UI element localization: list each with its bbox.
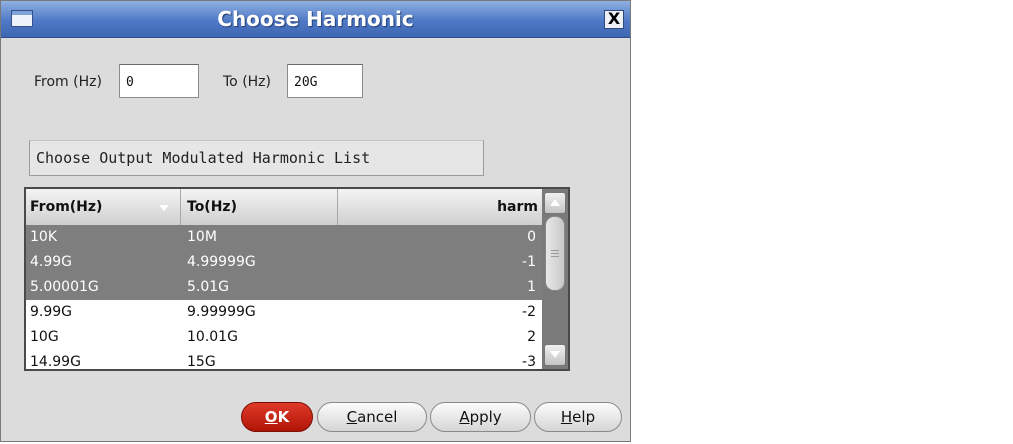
- dialog-title: Choose Harmonic: [217, 7, 414, 31]
- apply-button[interactable]: Apply: [430, 402, 531, 432]
- harmonic-list-heading: Choose Output Modulated Harmonic List: [29, 140, 484, 176]
- close-button[interactable]: X: [604, 10, 624, 29]
- table-header: From(Hz) To(Hz) harm: [26, 189, 542, 226]
- table-row[interactable]: 14.99G 15G -3: [26, 350, 542, 369]
- scroll-up-icon: [550, 199, 560, 206]
- choose-harmonic-dialog: Choose Harmonic X From (Hz) 0 To (Hz) 20…: [0, 0, 631, 442]
- table-scrollbar[interactable]: [542, 189, 568, 369]
- table-row[interactable]: 9.99G 9.99999G -2: [26, 300, 542, 325]
- from-hz-label: From (Hz): [34, 74, 102, 90]
- ok-button[interactable]: OK: [241, 402, 313, 432]
- to-hz-label: To (Hz): [223, 74, 271, 90]
- table-row[interactable]: 10G 10.01G 2: [26, 325, 542, 350]
- close-icon: X: [607, 9, 621, 28]
- table-row[interactable]: 5.00001G 5.01G 1: [26, 275, 542, 300]
- scroll-down-icon: [550, 351, 560, 358]
- column-header-to[interactable]: To(Hz): [181, 189, 338, 225]
- scroll-down-button[interactable]: [544, 344, 566, 366]
- thumb-grip: [551, 253, 559, 254]
- column-header-from[interactable]: From(Hz): [26, 189, 181, 225]
- table-row[interactable]: 10K 10M 0: [26, 225, 542, 250]
- table-row[interactable]: 4.99G 4.99999G -1: [26, 250, 542, 275]
- to-hz-input[interactable]: 20G: [287, 64, 363, 98]
- column-header-harm[interactable]: harm: [497, 199, 538, 215]
- thumb-grip: [551, 250, 559, 251]
- window-icon[interactable]: [11, 10, 33, 27]
- cancel-button[interactable]: Cancel: [317, 402, 427, 432]
- help-button[interactable]: Help: [534, 402, 622, 432]
- from-hz-input[interactable]: 0: [119, 64, 199, 98]
- thumb-grip: [551, 256, 559, 257]
- harmonic-table: From(Hz) To(Hz) harm 10K 10M 0 4.99G 4.9…: [24, 187, 570, 371]
- scrollbar-thumb[interactable]: [545, 216, 565, 291]
- scroll-up-button[interactable]: [544, 192, 566, 214]
- sort-desc-icon: [159, 205, 169, 211]
- title-bar[interactable]: Choose Harmonic X: [1, 1, 630, 38]
